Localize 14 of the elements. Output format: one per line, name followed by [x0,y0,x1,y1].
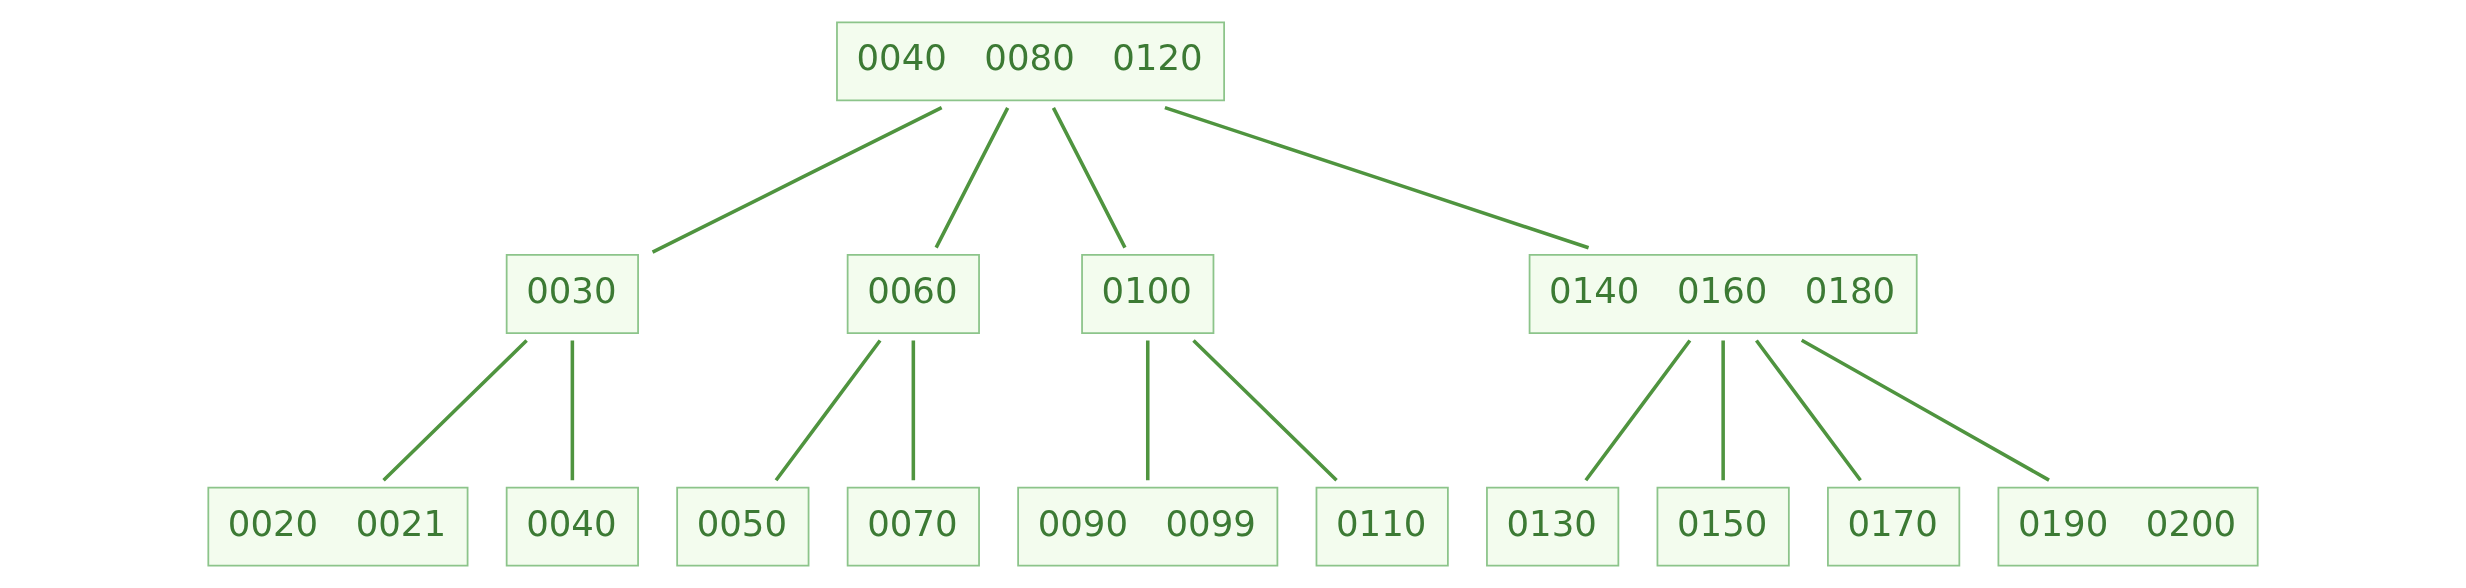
connector [1192,339,1338,482]
connector [651,106,943,254]
connector [1584,339,1692,482]
connector [1755,339,1862,482]
connector [1051,107,1127,249]
connector [911,340,916,481]
connector [1721,340,1725,481]
connector [934,107,1010,249]
connector [570,340,575,481]
connector [1146,340,1150,481]
connector [1164,105,1590,250]
connector [382,339,528,482]
connector [774,339,882,482]
connector [1800,338,2050,482]
